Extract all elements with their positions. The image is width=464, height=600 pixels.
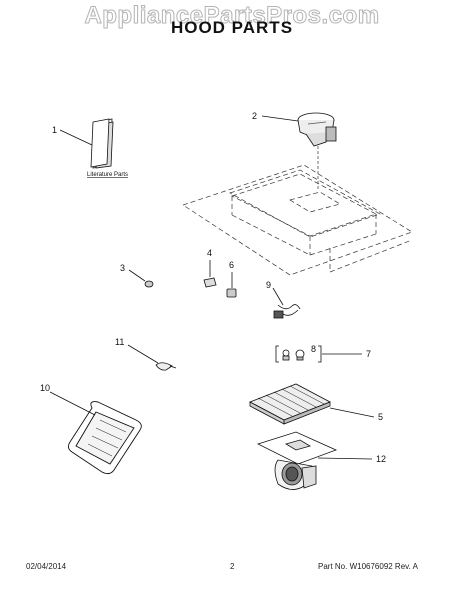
leader-11 xyxy=(127,344,159,364)
literature-booklet xyxy=(90,118,114,169)
clip-part-4 xyxy=(203,277,217,288)
lamp-part-8 xyxy=(282,349,305,361)
leader-9 xyxy=(272,287,284,306)
callout-3: 3 xyxy=(120,263,125,273)
callout-11: 11 xyxy=(115,337,124,347)
callout-5: 5 xyxy=(378,412,383,422)
clip-part-6 xyxy=(226,288,237,298)
nut-part-3 xyxy=(144,280,154,288)
hood-housing-outline xyxy=(182,164,413,276)
leader-12 xyxy=(317,457,373,460)
callout-10: 10 xyxy=(40,383,50,393)
footer-page-number: 2 xyxy=(230,562,235,571)
filter-part-10 xyxy=(67,401,142,475)
harness-part-9 xyxy=(273,304,301,319)
footer-date: 02/04/2014 xyxy=(26,562,67,571)
callout-2: 2 xyxy=(252,111,257,121)
leader-2 xyxy=(261,115,299,122)
callout-1: 1 xyxy=(52,125,57,135)
filter-part-5 xyxy=(249,383,331,425)
page-title: HOOD PARTS xyxy=(170,18,294,37)
footer-part-number: Part No. W10676092 Rev. A xyxy=(318,562,418,571)
clip-part-11 xyxy=(155,362,177,371)
watermark: AppliancePartsPros.com xyxy=(84,2,380,30)
callout-4: 4 xyxy=(207,248,212,258)
callout-12: 12 xyxy=(376,454,386,464)
callout-9: 9 xyxy=(266,280,271,290)
motor-part-2 xyxy=(297,112,337,147)
callout-7: 7 xyxy=(366,349,371,359)
leader-3 xyxy=(128,269,146,282)
leader-10 xyxy=(49,391,96,416)
callout-8: 8 xyxy=(311,344,316,354)
blower-part-12 xyxy=(256,431,338,490)
leader-1 xyxy=(59,129,93,146)
leader-5 xyxy=(329,407,375,418)
literature-label: Literature Parts xyxy=(87,172,128,178)
bracket-7-8 xyxy=(275,345,322,363)
callout-6: 6 xyxy=(229,260,234,270)
